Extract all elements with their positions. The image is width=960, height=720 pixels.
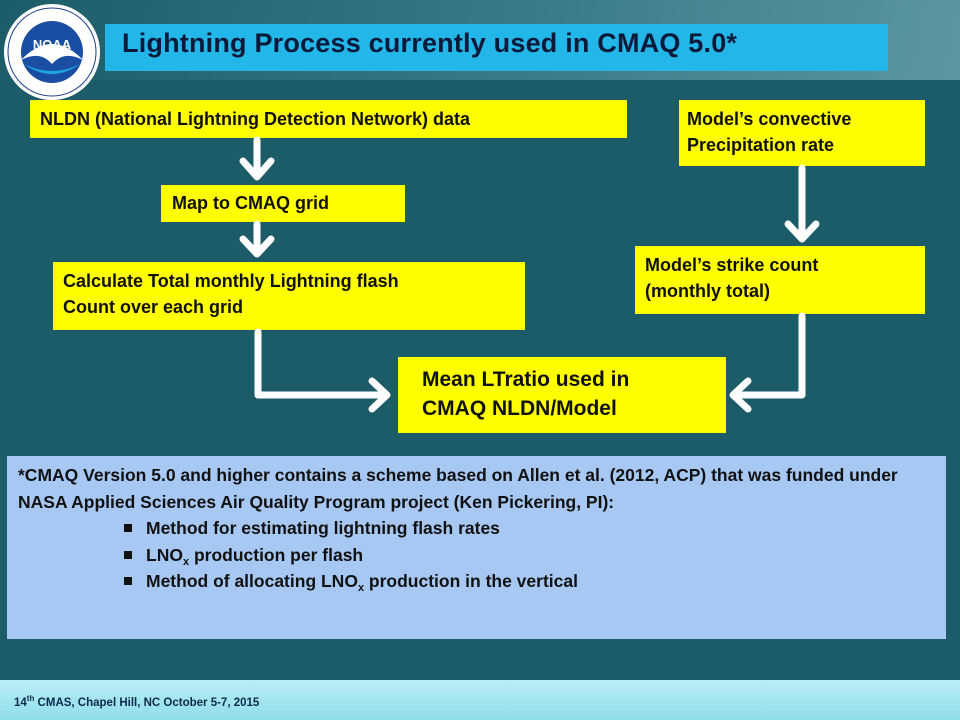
bullet-text-2-pre: LNO: [146, 544, 183, 565]
strike-line-1: Model’s strike count: [645, 255, 819, 275]
convective-precip-box: Model’s convective Precipitation rate: [679, 100, 925, 166]
footer-num: 14: [14, 696, 27, 709]
square-bullet-icon: [124, 577, 132, 585]
footer-text: 14th CMAS, Chapel Hill, NC October 5-7, …: [14, 694, 259, 709]
arrow-map-to-calc: [239, 220, 275, 258]
nldn-label: NLDN (National Lightning Detection Netwo…: [40, 109, 470, 129]
convective-line-1: Model’s convective: [687, 109, 852, 129]
footnote-panel: *CMAQ Version 5.0 and higher contains a …: [7, 456, 946, 639]
map-grid-box: Map to CMAQ grid: [161, 185, 405, 222]
calculate-flash-box: Calculate Total monthly Lightning flash …: [53, 262, 525, 330]
footnote-list: Method for estimating lightning flash ra…: [18, 515, 936, 595]
footer-sup: th: [26, 694, 35, 703]
calculate-line-1: Calculate Total monthly Lightning flash: [63, 271, 399, 291]
list-item: Method for estimating lightning flash ra…: [118, 515, 936, 542]
arrow-conv-to-strike: [784, 164, 820, 243]
list-item: Method of allocating LNOx production in …: [118, 568, 936, 595]
bullet-text-3-pre: Method of allocating LNO: [146, 571, 358, 591]
bullet-text-3-post: production in the vertical: [364, 571, 578, 591]
svg-text:NOAA: NOAA: [33, 37, 72, 52]
noaa-logo: NOAA: [4, 4, 100, 100]
mean-line-2: CMAQ NLDN/Model: [422, 397, 617, 420]
arrow-nldn-to-map: [239, 136, 275, 181]
title-bar: [105, 24, 888, 71]
map-grid-label: Map to CMAQ grid: [172, 193, 329, 213]
mean-ltratio-box: Mean LTratio used in CMAQ NLDN/Model: [398, 357, 726, 433]
bullet-text-3-sub: x: [357, 582, 365, 594]
bullet-text-2-post: production per flash: [189, 544, 364, 565]
page-title: Lightning Process currently used in CMAQ…: [122, 28, 738, 58]
arrow-calc-to-mean: [254, 328, 391, 413]
square-bullet-icon: [124, 550, 132, 559]
footnote-intro: *CMAQ Version 5.0 and higher contains a …: [18, 465, 898, 512]
mean-line-1: Mean LTratio used in: [422, 368, 630, 391]
footer-bar: 14th CMAS, Chapel Hill, NC October 5-7, …: [0, 680, 960, 720]
convective-line-2: Precipitation rate: [687, 135, 835, 155]
bullet-text-1: Method for estimating lightning flash ra…: [146, 518, 500, 538]
bullet-text-2-sub: x: [182, 555, 190, 568]
strike-line-2: (monthly total): [645, 281, 770, 301]
footer-rest: CMAS, Chapel Hill, NC October 5-7, 2015: [34, 696, 260, 709]
list-item: LNOx production per flash: [118, 542, 936, 569]
nldn-data-box: NLDN (National Lightning Detection Netwo…: [30, 100, 627, 138]
arrow-strike-to-mean: [729, 312, 806, 413]
calculate-line-2: Count over each grid: [63, 297, 244, 317]
square-bullet-icon: [124, 524, 132, 532]
strike-count-box: Model’s strike count (monthly total): [635, 246, 925, 314]
